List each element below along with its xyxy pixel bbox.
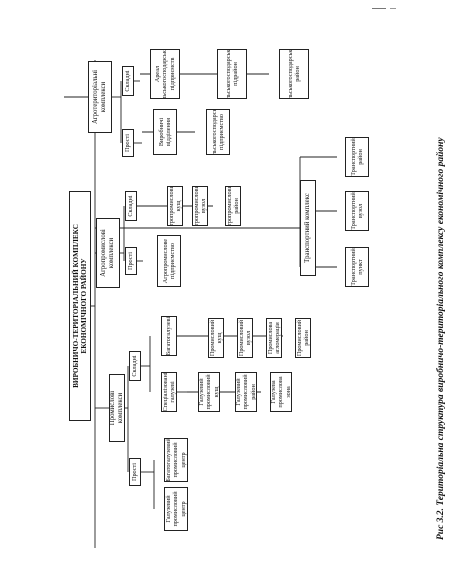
figure-caption-text: Територіальна структура виробничо-терито… bbox=[436, 137, 446, 506]
node-root-complex: ВИРОБНИЧО-ТЕРИТОРІАЛЬНИЙ КОМПЛЕКС ЕКОНОМ… bbox=[69, 191, 91, 421]
node-industrial-simple: Прості bbox=[129, 458, 141, 486]
node-agroindustrial-cluster: Агропромисловий кущ bbox=[167, 186, 183, 226]
node-production-departments: Виробничі відділення bbox=[153, 109, 177, 155]
node-industrial-branch-zone: Галузева промислова зона bbox=[270, 372, 292, 412]
node-agroterritorial-complex: Складні bbox=[122, 66, 134, 96]
node-agroindustrial-complex: Складні bbox=[125, 191, 137, 221]
node-industrial-complex: Складні bbox=[129, 351, 141, 381]
node-agroindustrial-district: Агропромисловий район bbox=[225, 186, 241, 226]
node-transport-hub: Транспортний вузол bbox=[345, 191, 369, 231]
node-industrial-specialized: Спеціалізовані галузеві bbox=[161, 372, 177, 412]
node-agroterritorial-complexes: Агротериторіальні комплекси bbox=[88, 61, 112, 133]
node-transport-complex: Транспортний комплекс bbox=[300, 180, 316, 276]
node-agroindustrial-simple: Прості bbox=[125, 247, 137, 275]
node-agricultural-subdistrict: Сільськогосподарський підрайон bbox=[217, 49, 247, 99]
scan-artifact bbox=[372, 8, 386, 9]
node-industrial-multibranch-center: Багатогалузевий промисловий центр bbox=[164, 438, 188, 482]
node-transport-district: Транспортний район bbox=[345, 137, 369, 177]
node-agroterritorial-simple: Прості bbox=[122, 129, 134, 157]
figure-number: Рис 3.2. bbox=[436, 508, 446, 540]
node-transport-point: Транспортний пункт bbox=[345, 247, 369, 287]
node-industrial-complexes: Промислові комплекси bbox=[109, 374, 125, 442]
node-agroindustrial-hub: Агропромисловий вузол bbox=[192, 186, 208, 226]
node-industrial-agglomeration: Промислова агломерація bbox=[266, 318, 282, 358]
node-industrial-branch-center: Галузевий промисловий центр bbox=[164, 487, 188, 531]
node-industrial-cluster: Промисловий кущ bbox=[208, 318, 224, 358]
node-agricultural-district: Сільськогосподарський район bbox=[279, 49, 309, 99]
node-industrial-branch-cluster: Галузевий промисловий кущ bbox=[198, 372, 220, 412]
figure-caption: Рис 3.2. Територіальна структура виробни… bbox=[436, 137, 446, 540]
node-industrial-branch-district: Галузевий промисловий район bbox=[235, 372, 257, 412]
node-industrial-hub: Промисловий вузол bbox=[237, 318, 253, 358]
scan-artifact bbox=[390, 8, 396, 9]
node-agroindustrial-enterprise: Агропромислове підприємство bbox=[157, 235, 181, 287]
node-agroindustrial-complexes: Агропромислові комплекси bbox=[96, 218, 120, 288]
node-agricultural-enterprise: Сільськогосподарське підприємство bbox=[206, 109, 230, 155]
node-industrial-district: Промисловий район bbox=[295, 318, 311, 358]
node-agricultural-enterprises-area: Ареал сільськогосподарських підприємств bbox=[150, 49, 180, 99]
node-industrial-multibranch: Багатогалузеві bbox=[161, 316, 177, 356]
